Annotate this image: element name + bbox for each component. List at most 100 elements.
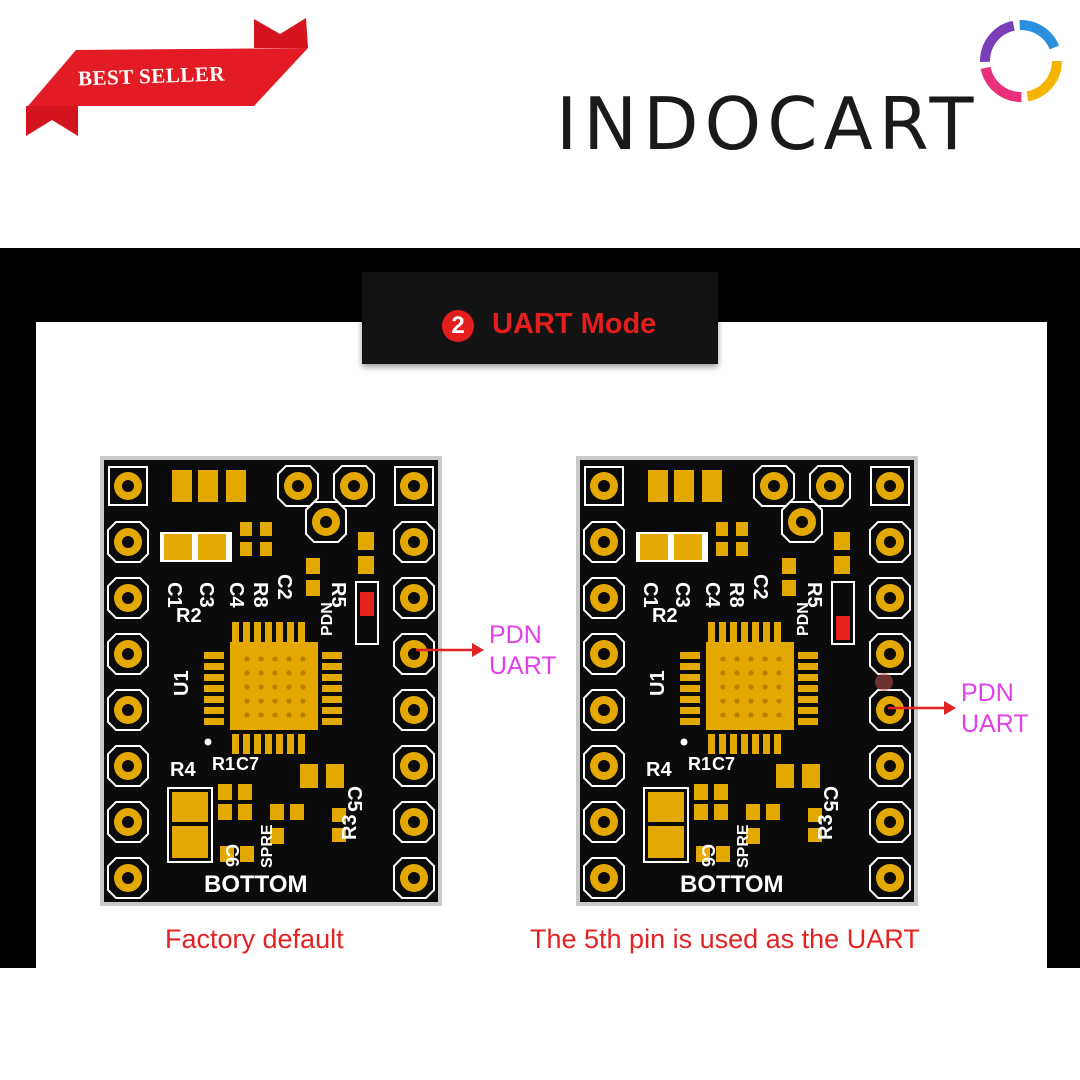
via-dot <box>762 656 768 662</box>
title-box <box>362 272 718 364</box>
silkscreen-label: R4 <box>646 759 672 781</box>
smd-pad <box>204 663 224 670</box>
smd-pad <box>640 534 668 560</box>
via-dot <box>272 712 278 718</box>
pin-outline <box>107 745 149 787</box>
silkscreen-label: R3 <box>339 814 361 840</box>
via-dot <box>300 698 306 704</box>
smd-pad <box>716 542 728 556</box>
silkscreen-label: C7 <box>712 754 735 774</box>
silkscreen-label: R4 <box>170 759 196 781</box>
silkscreen-label: C2 <box>749 574 771 600</box>
smd-pad <box>232 622 239 642</box>
smd-pad <box>736 542 748 556</box>
silkscreen-label: SPRE <box>735 824 752 868</box>
silkscreen-label: C3 <box>195 582 217 608</box>
via-dot <box>734 712 740 718</box>
smd-pad <box>298 734 305 754</box>
smd-pad <box>358 556 374 574</box>
smd-pad <box>746 804 760 820</box>
pin-hole <box>824 480 836 492</box>
via-dot <box>734 670 740 676</box>
via-dot <box>272 670 278 676</box>
via-dot <box>748 656 754 662</box>
smd-pad <box>741 622 748 642</box>
smd-pad <box>714 804 728 820</box>
via-dot <box>734 684 740 690</box>
pin-outline <box>393 633 435 675</box>
smd-pad <box>265 734 272 754</box>
via-dot <box>720 698 726 704</box>
smd-pad <box>238 804 252 820</box>
smd-pad <box>798 718 818 725</box>
pdn-uart-label-left: PDN UART <box>489 620 557 682</box>
pdn-resistor-red-marker <box>836 616 850 640</box>
via-dot <box>748 670 754 676</box>
smd-pad <box>290 804 304 820</box>
smd-pad <box>674 470 694 502</box>
via-dot <box>748 698 754 704</box>
uart-label: UART <box>961 710 1029 738</box>
pin-hole <box>598 536 610 548</box>
pin-hole <box>598 648 610 660</box>
smd-pad <box>766 804 780 820</box>
pin-hole <box>884 760 896 772</box>
smd-pad <box>774 734 781 754</box>
via-dot <box>258 684 264 690</box>
pin1-dot <box>204 738 212 746</box>
pin-hole <box>884 536 896 548</box>
smd-pad <box>322 674 342 681</box>
smd-pad <box>326 764 344 788</box>
pin-outline <box>781 501 823 543</box>
smd-pad <box>648 826 684 858</box>
pin-outline <box>107 801 149 843</box>
smd-pad <box>204 685 224 692</box>
silkscreen-label: C4 <box>701 582 723 608</box>
smd-pad <box>752 734 759 754</box>
smd-pad <box>322 663 342 670</box>
smd-pad <box>774 622 781 642</box>
via-dot <box>300 670 306 676</box>
silkscreen-label: C7 <box>236 754 259 774</box>
smd-pad <box>736 522 748 536</box>
silkscreen-label: R5 <box>327 582 349 608</box>
pin-hole <box>598 480 610 492</box>
smd-pad <box>746 828 760 844</box>
smd-pad <box>287 734 294 754</box>
pin-hole <box>292 480 304 492</box>
smd-pad <box>648 470 668 502</box>
smd-pad <box>716 846 730 862</box>
via-dot <box>286 684 292 690</box>
pin-outline <box>869 521 911 563</box>
smd-pad <box>680 663 700 670</box>
pin-hole <box>122 648 134 660</box>
smd-pad <box>696 846 710 862</box>
caption-factory-default: Factory default <box>165 924 344 954</box>
pin-outline <box>583 801 625 843</box>
smd-pad <box>204 652 224 659</box>
smd-pad <box>708 622 715 642</box>
best-seller-label: BEST SELLER <box>77 61 226 91</box>
smd-pad <box>322 707 342 714</box>
smd-pad <box>332 808 346 822</box>
via-dot <box>776 684 782 690</box>
via-dot <box>286 670 292 676</box>
silkscreen-label: R2 <box>176 605 202 627</box>
pdn-resistor-outline <box>831 581 855 645</box>
via-dot <box>762 670 768 676</box>
via-dot <box>286 656 292 662</box>
pin-outline <box>305 501 347 543</box>
via-dot <box>258 670 264 676</box>
smd-pad <box>232 734 239 754</box>
pin-hole <box>122 760 134 772</box>
pin-hole <box>598 760 610 772</box>
pdn-label: PDN <box>961 679 1014 707</box>
brand-name: INDOCART <box>556 82 980 166</box>
via-dot <box>776 712 782 718</box>
silkscreen-label: C5 <box>819 786 841 812</box>
silkscreen-label: R8 <box>725 582 747 608</box>
pin-outline <box>869 577 911 619</box>
smd-pad <box>198 534 226 560</box>
smd-pad <box>198 470 218 502</box>
silkscreen-label: C1 <box>639 582 661 608</box>
